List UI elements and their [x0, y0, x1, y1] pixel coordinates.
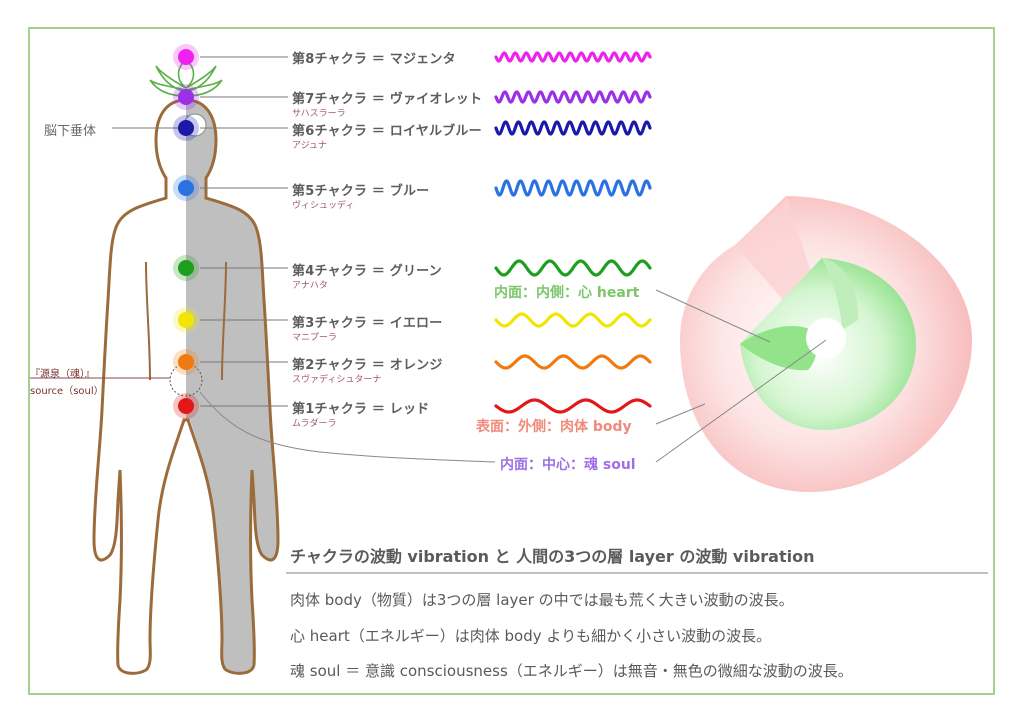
chakra-name-2: 第2チャクラ ＝ オレンジ	[292, 358, 443, 373]
source-soul-circle	[169, 363, 203, 397]
chakra-dot-4	[178, 260, 194, 276]
soul-core	[806, 318, 846, 358]
chakra-name-6: 第6チャクラ ＝ ロイヤルブルー	[292, 124, 482, 139]
description-line-1: 肉体 body（物質）は3つの層 layer の中では最も荒く大きい波動の波長。	[290, 591, 794, 609]
diagram-frame	[28, 27, 995, 695]
heart-inner-wall	[822, 258, 859, 330]
description-line-2: 心 heart（エネルギー）は肉体 body よりも細かく小さい波動の波長。	[290, 627, 772, 645]
soul-layer-label: 内面：中心：魂 soul	[500, 457, 636, 473]
source-label-jp: 『源泉（魂）』	[30, 369, 95, 380]
chakra-dot-3	[178, 312, 194, 328]
chakra-name-7: 第7チャクラ ＝ ヴァイオレット	[292, 92, 483, 107]
chakra-layer	[173, 44, 652, 419]
three-layer-sphere	[680, 196, 972, 492]
chakra-dot-7	[178, 89, 194, 105]
chakra-dot-2	[178, 354, 194, 370]
chakra-sanskrit-1: ムラダーラ	[292, 419, 337, 429]
chakra-dot-1	[178, 398, 194, 414]
chakra-wave-7	[494, 90, 652, 104]
chakra-sanskrit-2: スヴァディシュターナ	[292, 375, 382, 385]
chakra-wave-4	[494, 259, 652, 277]
chakra-dot-6	[178, 120, 194, 136]
chakra-wave-3	[494, 312, 652, 328]
body-leader	[655, 403, 706, 425]
chakra-wave-8	[494, 51, 652, 63]
human-body-outline	[92, 98, 280, 675]
description-line-3: 魂 soul ＝ 意識 consciousness（エネルギー）は無音・無色の微…	[290, 662, 853, 680]
chakra-wave-5	[494, 179, 652, 197]
heart-leader	[655, 289, 771, 343]
chakra-name-8: 第8チャクラ ＝ マジェンタ	[292, 52, 456, 67]
soul-leader-body	[199, 391, 496, 463]
soul-leader-sphere	[655, 339, 827, 463]
chakra-sanskrit-3: マニプーラ	[292, 333, 338, 343]
chakra-name-4: 第4チャクラ ＝ グリーン	[292, 264, 442, 279]
chakra-sanskrit-6: アジュナ	[292, 141, 328, 151]
chakra-sanskrit-4: アナハタ	[292, 281, 328, 291]
chakra-dot-8	[178, 49, 194, 65]
left-arm-inner-line	[145, 261, 151, 381]
chakra-name-5: 第5チャクラ ＝ ブルー	[292, 184, 430, 199]
chakra-sanskrit-5: ヴィシュッディ	[292, 201, 355, 211]
body-layer-label: 表面：外側：肉体 body	[476, 419, 632, 435]
chakra-dot-5	[178, 180, 194, 196]
heart-layer-label: 内面：内側：心 heart	[494, 285, 640, 301]
chakra-wave-6	[494, 120, 652, 136]
chakra-sanskrit-7: サハスラーラ	[292, 109, 346, 119]
crown-lotus-icon	[149, 58, 223, 97]
chakra-wave-1	[494, 398, 652, 414]
pituitary-label: 脳下垂体	[44, 124, 97, 139]
chakra-wave-2	[494, 354, 652, 370]
body-shadow-half	[186, 100, 278, 674]
diagram-title: チャクラの波動 vibration と 人間の3つの層 layer の波動 vi…	[290, 547, 815, 566]
source-label-en: source（soul）	[30, 386, 104, 397]
chakra-name-3: 第3チャクラ ＝ イエロー	[292, 316, 443, 331]
chakra-name-1: 第1チャクラ ＝ レッド	[292, 402, 430, 417]
